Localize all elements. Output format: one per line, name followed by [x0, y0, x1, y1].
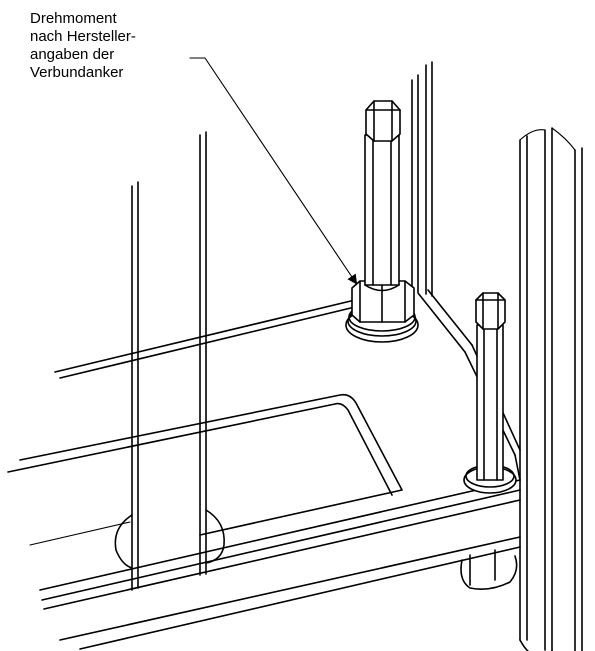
- callout-label: Drehmoment nach Hersteller- angaben der …: [30, 10, 136, 82]
- back-post: [411, 61, 433, 297]
- front-beams: [39, 479, 521, 650]
- callout-line-2: nach Hersteller-: [30, 28, 136, 45]
- callout-line-4: Verbundanker: [30, 64, 124, 81]
- anchor-bolt-large: [345, 100, 419, 343]
- right-column: [519, 127, 583, 651]
- callout-line-1: Drehmoment: [30, 10, 117, 27]
- callout-line-3: angaben der: [30, 46, 115, 63]
- callout-leader: [189, 57, 358, 285]
- anchor-bolt-small: [460, 292, 518, 590]
- base-plate: [7, 289, 521, 546]
- left-rods: [114, 131, 225, 591]
